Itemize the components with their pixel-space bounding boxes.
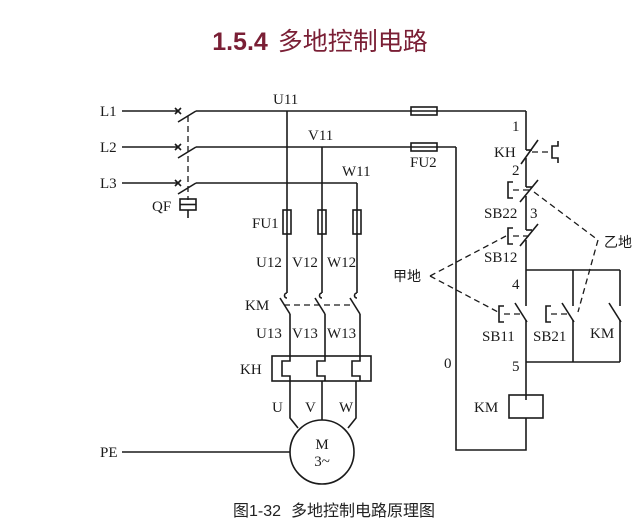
label-v13: V13 <box>292 326 318 342</box>
label-sb22: SB22 <box>484 206 517 222</box>
label-fu1: FU1 <box>252 216 279 232</box>
label-sb12: SB12 <box>484 250 517 266</box>
breaker-x-marks <box>174 107 182 187</box>
label-w13: W13 <box>327 326 356 342</box>
coil-km <box>508 394 544 419</box>
location-b-links <box>533 191 599 313</box>
return-rail <box>455 147 527 451</box>
stop-button-sb22 <box>507 176 539 230</box>
label-u11: U11 <box>273 92 298 108</box>
phase-conductors <box>286 111 358 293</box>
label-qf: QF <box>152 199 171 215</box>
motor-type: 3~ <box>314 454 330 470</box>
label-km-hold: KM <box>590 326 614 342</box>
motor-leads <box>289 381 357 429</box>
label-u12: U12 <box>256 255 282 271</box>
figure-number: 图1-32 <box>233 503 282 520</box>
overload-contact-kh <box>520 139 559 176</box>
contactor-km-main <box>279 292 361 356</box>
label-w11: W11 <box>342 164 371 180</box>
breaker-actuator-icon <box>179 198 197 218</box>
label-node-1: 1 <box>512 119 520 135</box>
label-l1: L1 <box>100 104 117 120</box>
figure-title: 多地控制电路原理图 <box>291 503 436 520</box>
overload-relay-kh <box>271 355 372 382</box>
label-km-main: KM <box>245 298 269 314</box>
label-node-0: 0 <box>444 356 452 372</box>
label-w12: W12 <box>327 255 356 271</box>
label-u13: U13 <box>256 326 282 342</box>
label-node-3: 3 <box>530 206 538 222</box>
fuse-fu2 <box>410 106 438 152</box>
figure-caption: 图1-32 多地控制电路原理图 <box>233 497 435 521</box>
motor-label: M <box>315 437 328 453</box>
label-fu2: FU2 <box>410 155 437 171</box>
stop-button-sb12 <box>507 223 539 270</box>
label-sb11: SB11 <box>482 329 515 345</box>
label-kh-main: KH <box>240 362 262 378</box>
label-kh-control: KH <box>494 145 516 161</box>
label-node-5: 5 <box>512 359 520 375</box>
label-location-a: 甲地 <box>393 269 421 285</box>
label-l3: L3 <box>100 176 117 192</box>
label-v: V <box>305 400 316 416</box>
motor-m: M 3~ <box>289 419 355 485</box>
start-branch <box>525 269 621 400</box>
start-button-sb11 <box>498 302 528 323</box>
label-location-b: 乙地 <box>604 235 632 251</box>
hold-contact-km <box>608 302 622 323</box>
start-button-sb21 <box>545 302 575 323</box>
diagram-title: 1.5.4 多地控制电路 <box>0 22 640 58</box>
location-a-links <box>429 235 507 313</box>
label-w: W <box>339 400 354 416</box>
label-pe: PE <box>100 445 118 461</box>
label-sb21: SB21 <box>533 329 566 345</box>
label-km-coil: KM <box>474 400 498 416</box>
label-v12: V12 <box>292 255 318 271</box>
section-title: 多地控制电路 <box>277 28 428 56</box>
label-node-4: 4 <box>512 277 520 293</box>
label-l2: L2 <box>100 140 117 156</box>
label-u: U <box>272 400 283 416</box>
label-node-2: 2 <box>512 163 520 179</box>
label-v11: V11 <box>308 128 333 144</box>
phase-labels: L1 L2 L3 <box>100 104 117 192</box>
fuse-fu1 <box>282 209 362 235</box>
section-number: 1.5.4 <box>212 28 268 56</box>
breaker-qf: QF <box>122 107 197 218</box>
